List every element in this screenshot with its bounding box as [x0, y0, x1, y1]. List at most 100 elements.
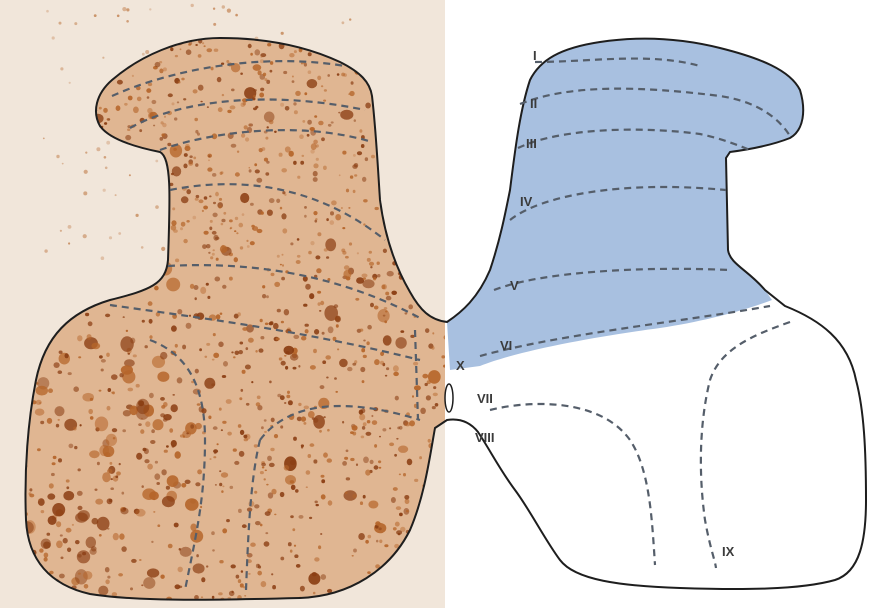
stained-neuron	[161, 133, 165, 136]
stained-neuron	[245, 365, 251, 370]
stained-neuron	[207, 167, 212, 171]
stained-neuron	[95, 499, 103, 505]
stained-neuron	[336, 324, 339, 327]
stained-neuron	[371, 155, 375, 159]
stained-neuron	[274, 131, 277, 133]
stained-neuron	[248, 338, 254, 343]
stained-neuron	[366, 432, 372, 436]
stained-neuron	[52, 503, 65, 516]
stain-speck	[145, 50, 149, 54]
stained-neuron	[305, 329, 309, 333]
stain-speck	[96, 147, 100, 151]
stained-neuron	[215, 192, 219, 197]
stained-neuron	[293, 161, 297, 165]
stained-neuron	[66, 479, 70, 482]
stained-neuron	[342, 461, 347, 466]
stained-neuron	[196, 195, 200, 198]
stained-neuron	[78, 573, 81, 575]
stained-neuron	[301, 416, 306, 421]
stained-neuron	[239, 397, 242, 400]
stained-neuron	[307, 134, 310, 137]
stained-neuron	[241, 570, 243, 573]
stained-neuron	[231, 144, 237, 148]
stained-neuron	[339, 359, 348, 367]
stained-neuron	[105, 314, 110, 318]
stained-neuron	[240, 430, 244, 435]
stained-neuron	[38, 499, 40, 501]
stained-neuron	[385, 375, 387, 377]
stained-neuron	[231, 564, 236, 568]
stained-neuron	[308, 52, 312, 56]
stained-neuron	[185, 480, 191, 484]
stained-neuron	[284, 355, 287, 357]
stained-neuron	[303, 304, 307, 307]
stained-neuron	[206, 283, 209, 286]
stained-neuron	[414, 385, 421, 390]
stained-neuron	[229, 219, 233, 222]
stained-neuron	[274, 434, 278, 438]
lamina-label-i: I	[533, 48, 537, 63]
stained-neuron	[226, 60, 229, 63]
stained-neuron	[87, 334, 92, 340]
stained-neuron	[271, 273, 275, 276]
stained-neuron	[276, 199, 280, 203]
stained-neuron	[393, 372, 399, 376]
lamina-label-x: X	[456, 358, 465, 373]
stained-neuron	[431, 346, 434, 349]
stained-neuron	[127, 128, 130, 131]
stained-neuron	[200, 506, 202, 508]
stained-neuron	[227, 432, 232, 436]
stain-speck	[265, 137, 268, 140]
stained-neuron	[250, 203, 254, 206]
stained-neuron	[253, 89, 257, 92]
stained-neuron	[360, 367, 365, 372]
stained-neuron	[97, 462, 100, 465]
stained-neuron	[161, 405, 165, 409]
stained-neuron	[363, 457, 369, 464]
stained-neuron	[432, 332, 434, 334]
stained-neuron	[180, 547, 192, 557]
stained-neuron	[282, 264, 284, 266]
stained-neuron	[166, 445, 169, 447]
stained-neuron	[365, 157, 368, 161]
stain-speck	[104, 156, 107, 159]
stained-neuron	[254, 444, 258, 447]
stained-neuron	[385, 292, 389, 296]
stained-neuron	[215, 484, 217, 486]
stained-neuron	[304, 215, 307, 218]
stained-neuron	[352, 555, 354, 557]
stained-neuron	[325, 355, 331, 359]
stain-speck	[83, 191, 87, 195]
stained-neuron	[290, 550, 293, 553]
stained-neuron	[241, 389, 244, 392]
stained-neuron	[412, 395, 414, 397]
stained-neuron	[193, 89, 198, 93]
stained-neuron	[103, 108, 108, 113]
stained-neuron	[235, 351, 240, 355]
stained-neuron	[323, 416, 325, 418]
stain-speck	[245, 137, 249, 141]
stained-neuron	[168, 93, 173, 97]
stained-neuron	[279, 153, 283, 157]
stained-neuron	[351, 81, 354, 85]
stained-neuron	[186, 323, 192, 329]
stained-neuron	[433, 386, 436, 389]
stained-neuron	[289, 53, 294, 57]
stain-speck	[59, 22, 62, 25]
stained-neuron	[367, 571, 371, 574]
stained-neuron	[321, 494, 326, 499]
stained-neuron	[60, 534, 63, 536]
stain-speck	[137, 97, 142, 102]
stained-neuron	[346, 477, 350, 480]
stained-neuron	[426, 395, 431, 400]
stained-neuron	[255, 106, 258, 109]
stained-neuron	[280, 264, 282, 266]
stained-neuron	[334, 377, 337, 380]
stained-neuron	[266, 484, 268, 486]
stained-neuron	[356, 277, 364, 284]
stained-neuron	[292, 80, 295, 83]
stained-neuron	[179, 548, 181, 551]
stained-neuron	[204, 231, 209, 235]
stain-speck	[163, 67, 167, 71]
stained-neuron	[53, 456, 57, 459]
